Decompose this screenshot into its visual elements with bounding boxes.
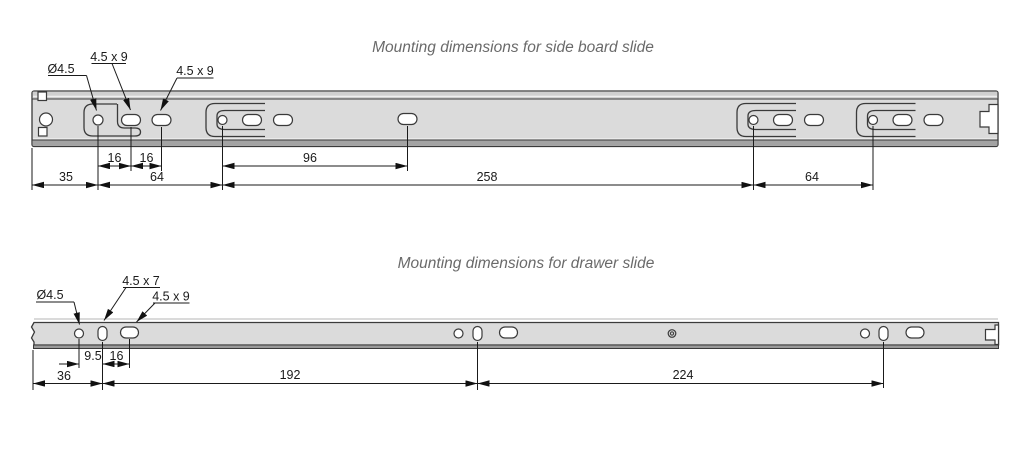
end-notch <box>979 103 999 135</box>
rail-top-flange <box>32 91 998 99</box>
drawer-dimensions: 9.5 16 36 192 224 <box>32 339 884 390</box>
round-hole-large <box>38 112 54 127</box>
square-notch <box>37 91 48 102</box>
vertical-oval-slot <box>97 325 108 342</box>
rail-bottom-flange <box>32 140 998 146</box>
dim-9-5: 9.5 <box>84 349 101 363</box>
side-board-dimensions: 16 16 96 35 64 258 64 <box>31 126 874 190</box>
round-hole-4-5 <box>92 114 104 126</box>
dim-16-a: 16 <box>108 151 122 165</box>
vertical-oval-slot <box>472 325 483 342</box>
hook-slot-group <box>83 103 172 137</box>
round-hole-4-5 <box>453 328 464 339</box>
dim-64-right: 64 <box>805 170 819 184</box>
callout-slot-b: 4.5 x 9 <box>152 290 190 304</box>
side-board-callouts: Ø4.5 4.5 x 9 4.5 x 9 <box>47 50 214 111</box>
dim-16: 16 <box>110 349 124 363</box>
round-hole-4-5 <box>73 328 85 339</box>
dim-35: 35 <box>59 170 73 184</box>
rail-bottom-flange <box>33 344 999 349</box>
callout-hole-dia: Ø4.5 <box>36 288 63 302</box>
hole-group-middle <box>453 325 519 342</box>
hole-group-right <box>859 325 925 342</box>
drawer-slide-section: Mounting dimensions for drawer slide <box>30 255 1000 390</box>
oval-slot <box>151 113 172 127</box>
oval-slot <box>119 326 140 339</box>
callout-slot-a: 4.5 x 7 <box>122 274 160 288</box>
side-board-slide-section: Mounting dimensions for side board slide <box>31 39 999 190</box>
rivet <box>667 329 677 338</box>
side-board-rail <box>31 90 999 148</box>
drawer-rail <box>30 318 1000 349</box>
dim-258: 258 <box>477 170 498 184</box>
round-hole-4-5 <box>859 328 871 339</box>
dim-36: 36 <box>57 369 71 383</box>
end-notch <box>984 324 1000 346</box>
oval-slot <box>498 326 519 339</box>
side-board-slide-title: Mounting dimensions for side board slide <box>372 39 654 56</box>
callout-hole-dia: Ø4.5 <box>47 62 74 76</box>
dim-224: 224 <box>673 368 694 382</box>
drawer-slide-title: Mounting dimensions for drawer slide <box>398 255 655 272</box>
hole-group-left <box>73 325 140 342</box>
oval-slot <box>397 112 418 126</box>
drawer-callouts: Ø4.5 4.5 x 7 4.5 x 9 <box>36 274 190 325</box>
dim-64-left: 64 <box>150 170 164 184</box>
callout-slot-b: 4.5 x 9 <box>176 64 214 78</box>
callout-slot-a: 4.5 x 9 <box>90 50 128 64</box>
square-notch <box>37 126 48 137</box>
dim-96: 96 <box>303 151 317 165</box>
vertical-oval-slot <box>878 325 889 342</box>
oval-slot <box>120 113 142 127</box>
dim-192: 192 <box>280 368 301 382</box>
oval-slot <box>905 326 925 339</box>
dim-16-b: 16 <box>140 151 154 165</box>
